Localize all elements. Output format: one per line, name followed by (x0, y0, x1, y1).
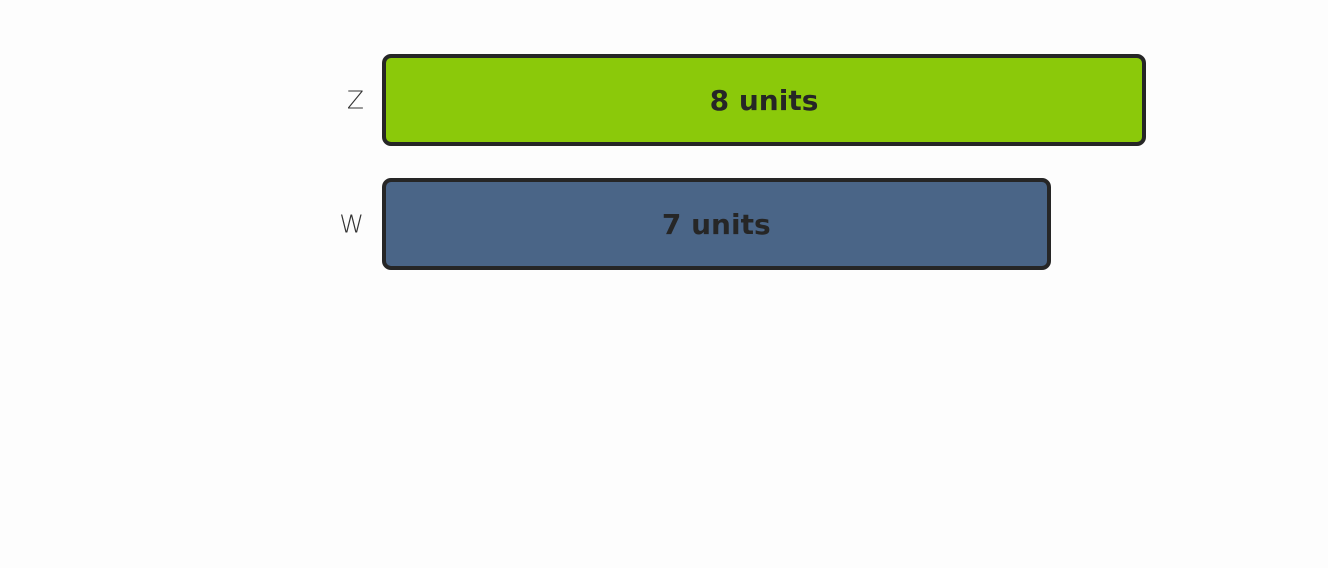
category-label: W (339, 209, 364, 239)
bar-z: 8 units (382, 54, 1146, 146)
category-label: Z (346, 85, 364, 115)
data-label: 8 units (709, 83, 819, 117)
data-label: 7 units (661, 207, 771, 241)
bar-w: 7 units (382, 178, 1051, 270)
